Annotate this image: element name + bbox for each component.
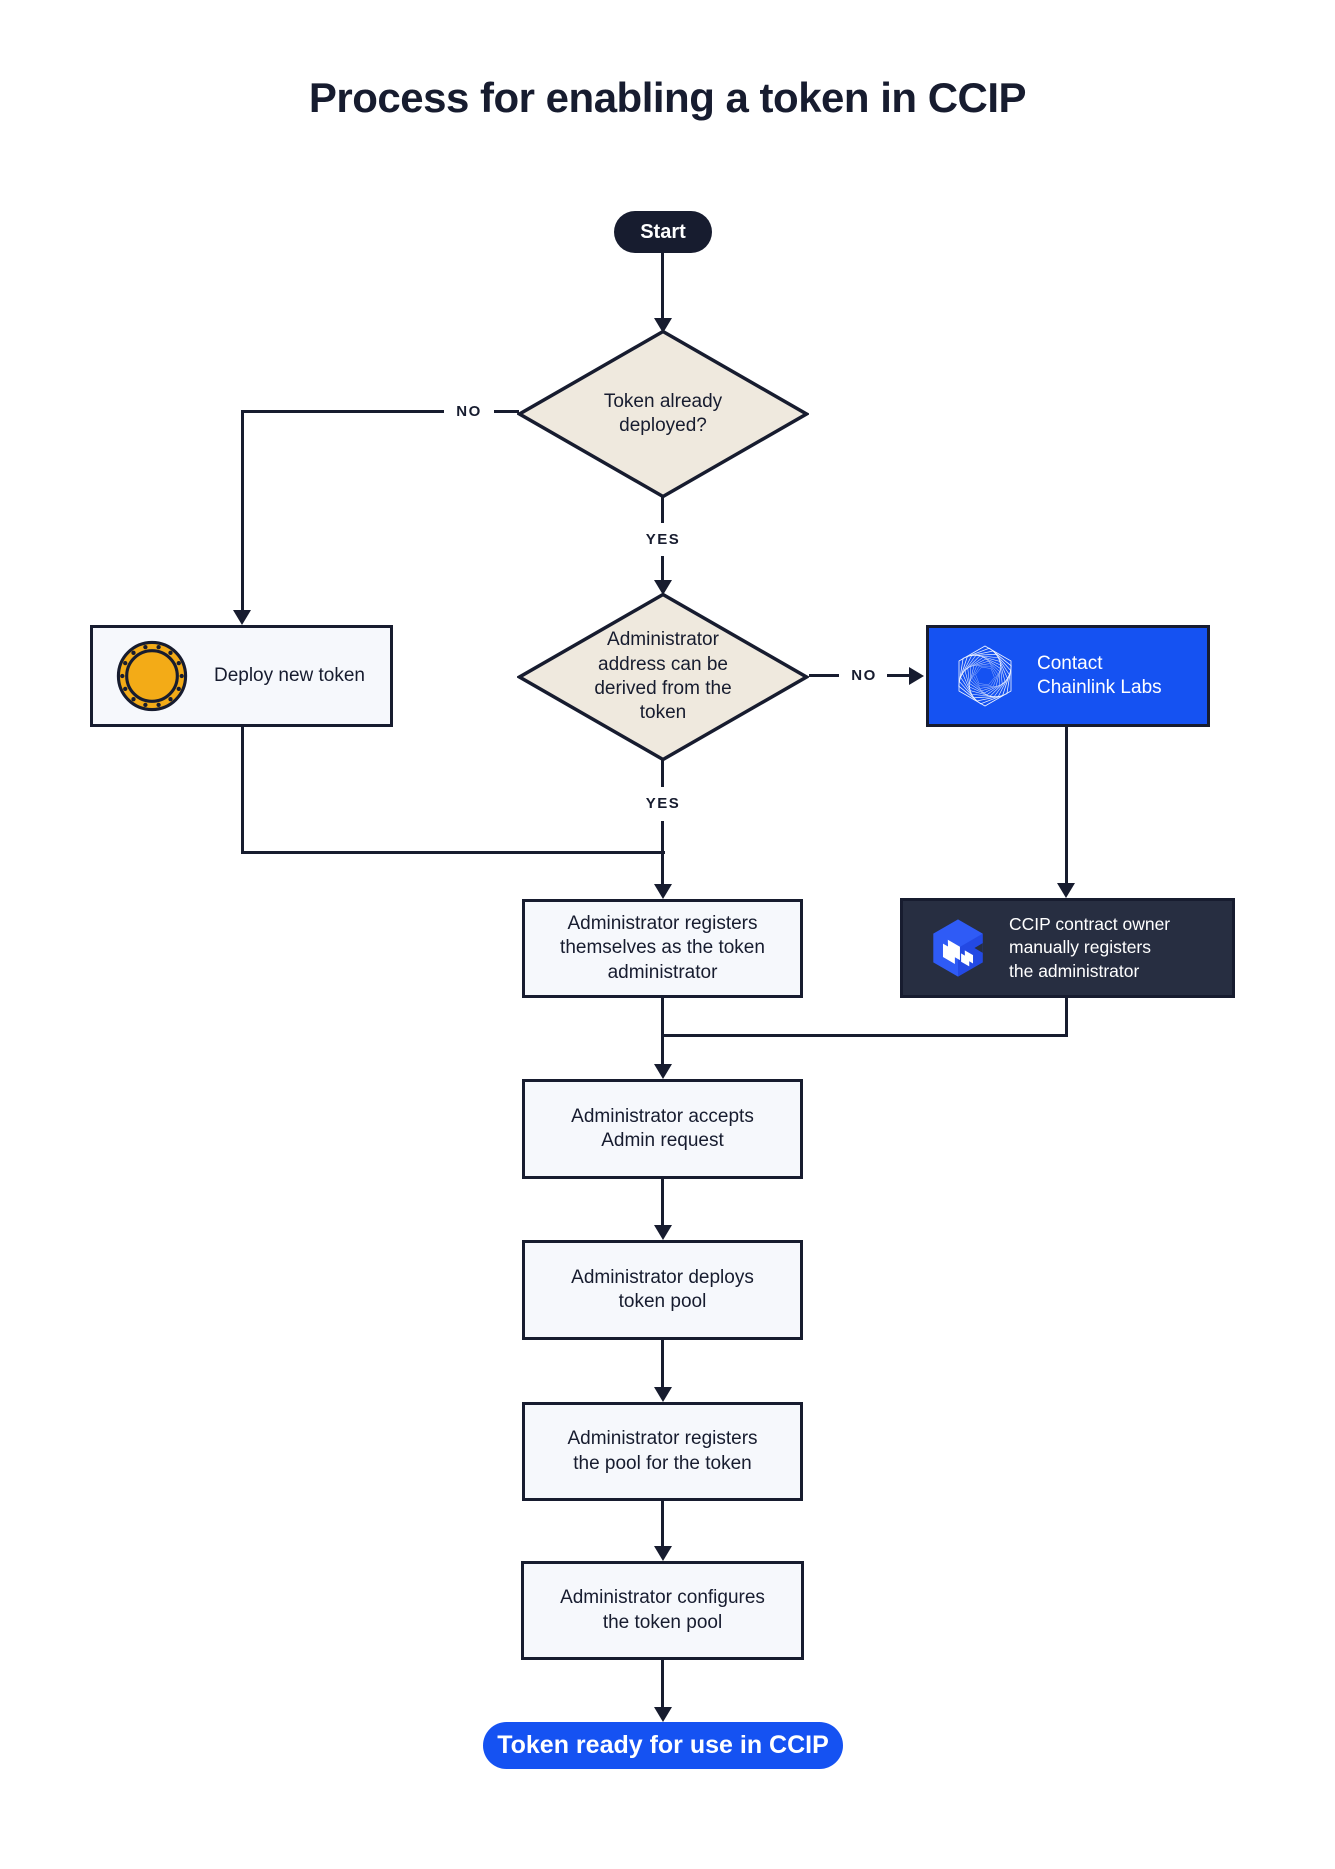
deploy-new-token-node: Deploy new token: [90, 625, 393, 727]
arrowhead-icon: [654, 884, 672, 899]
edge-token-deployed-no-b: [494, 410, 519, 413]
edge-deploys-to-registers-pool: [661, 1340, 664, 1387]
edge-owner-down: [1065, 998, 1068, 1037]
ccip-logo-icon: [933, 919, 983, 977]
arrowhead-icon: [1057, 883, 1075, 898]
admin-accepts-request-node: Administrator accepts Admin request: [522, 1079, 803, 1179]
edge-label-no-1: NO: [456, 403, 482, 420]
admin-address-decision-label: Administrator address can be derived fro…: [594, 629, 732, 724]
arrowhead-icon: [233, 610, 251, 625]
ccip-owner-registers-label: CCIP contract owner manually registers t…: [1009, 914, 1171, 981]
edge-admin-address-yes-b: [661, 821, 664, 884]
admin-address-decision-diamond: [517, 592, 809, 762]
edge-token-deployed-yes-b: [661, 556, 664, 581]
ccip-owner-registers-node: CCIP contract owner manually registers t…: [900, 898, 1235, 998]
edge-label-yes-1: YES: [645, 531, 681, 548]
edge-token-deployed-yes-a: [661, 497, 664, 523]
arrowhead-icon: [654, 1707, 672, 1722]
arrowhead-icon: [909, 667, 924, 685]
edge-deploy-token-merge: [241, 851, 665, 854]
edge-chainlink-to-owner: [1065, 727, 1068, 884]
edge-no-to-deploy-token: [241, 410, 244, 610]
token-ready-label: Token ready for use in CCIP: [497, 1731, 829, 1759]
arrowhead-icon: [654, 1064, 672, 1079]
chainlink-labs-logo-icon: [958, 645, 1012, 707]
token-deployed-decision-label: Token already deployed?: [603, 390, 723, 436]
token-deployed-decision-diamond: [517, 329, 809, 499]
edge-label-no-2: NO: [851, 667, 877, 684]
contact-chainlink-labs-node: Contact Chainlink Labs: [926, 625, 1210, 727]
contact-chainlink-labs-label: Contact Chainlink Labs: [1037, 652, 1162, 698]
edge-admin-address-no-a: [809, 674, 839, 677]
edge-configures-to-ready: [661, 1660, 664, 1707]
edge-label-yes-2: YES: [645, 795, 681, 812]
start-node: Start: [614, 211, 712, 253]
edge-admin-address-no-b: [887, 674, 909, 677]
admin-deploys-pool-node: Administrator deploys token pool: [522, 1240, 803, 1340]
token-ready-node: Token ready for use in CCIP: [483, 1722, 843, 1769]
deploy-new-token-label: Deploy new token: [213, 664, 366, 686]
start-label: Start: [640, 220, 686, 243]
edge-admin-address-yes-a: [661, 760, 664, 787]
edge-deploy-token-down: [241, 727, 244, 854]
edge-token-deployed-no-a: [242, 410, 444, 413]
page-title: Process for enabling a token in CCIP: [308, 74, 1027, 121]
coin-icon: [116, 640, 188, 712]
admin-registers-pool-node: Administrator registers the pool for the…: [522, 1402, 803, 1501]
arrowhead-icon: [654, 580, 672, 595]
arrowhead-icon: [654, 1387, 672, 1402]
edge-registers-pool-to-configures: [661, 1501, 664, 1546]
edge-accepts-to-deploys: [661, 1179, 664, 1225]
arrowhead-icon: [654, 318, 672, 333]
admin-registers-self-node: Administrator registers themselves as th…: [522, 899, 803, 998]
edge-owner-merge: [661, 1034, 1068, 1037]
arrowhead-icon: [654, 1225, 672, 1240]
edge-registers-to-accepts: [661, 998, 664, 1064]
arrowhead-icon: [654, 1546, 672, 1561]
edge-start-to-token-deployed: [661, 253, 664, 319]
admin-configures-pool-node: Administrator configures the token pool: [521, 1561, 804, 1660]
